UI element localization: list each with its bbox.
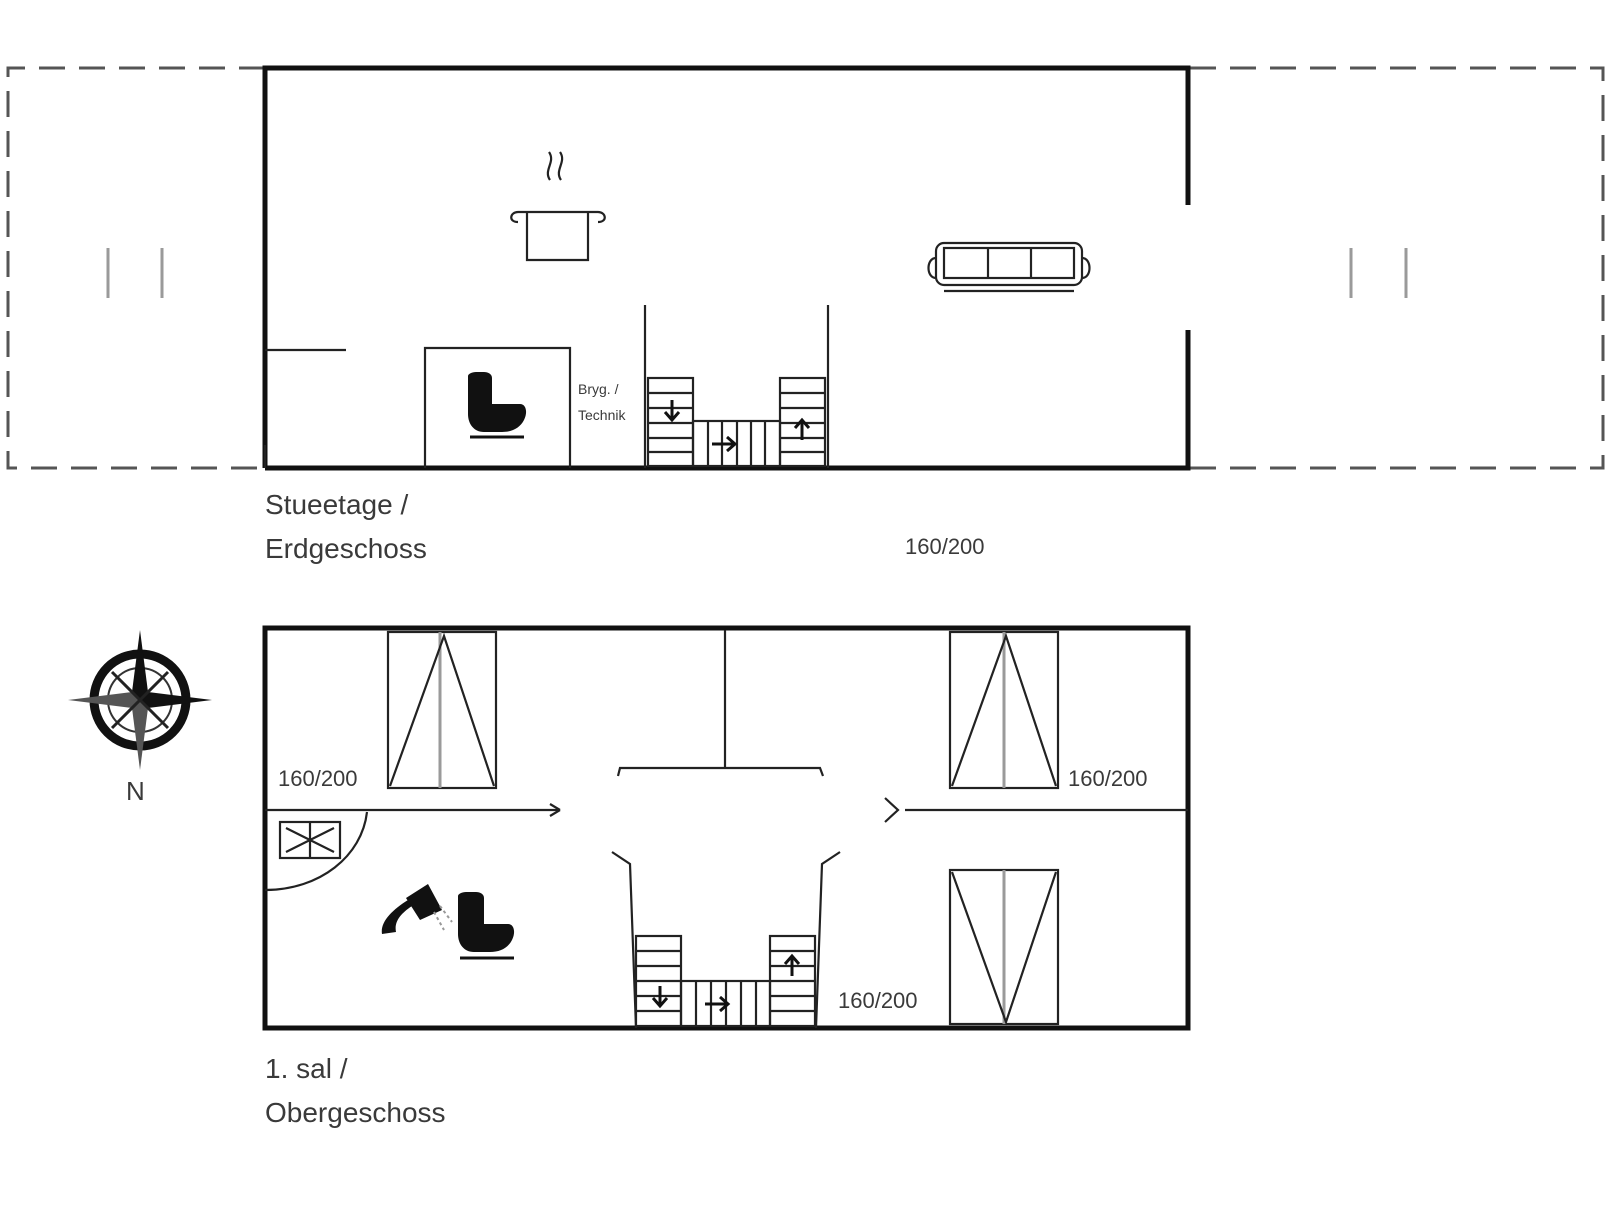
wardrobe-top-right bbox=[948, 630, 1060, 790]
utility-room-label: Bryg. / Technik bbox=[578, 381, 626, 423]
upper-stairs bbox=[634, 934, 817, 1028]
utility-label-line2: Technik bbox=[578, 407, 626, 423]
upper-bed-size-bottom: 160/200 bbox=[838, 988, 918, 1013]
terrace-outline bbox=[6, 66, 1605, 470]
wardrobe-bottom-right bbox=[948, 868, 1060, 1026]
sofa-icon bbox=[927, 241, 1091, 293]
upper-floor: 160/200 160/200 160/200 1. sal / Oberges… bbox=[262, 625, 1191, 1128]
ground-floor-walls bbox=[262, 65, 1191, 471]
compass-rose-icon: N bbox=[68, 630, 212, 806]
wardrobe-top-left bbox=[386, 630, 498, 790]
ground-floor-partitions bbox=[263, 305, 830, 468]
ground-floor-title-line2: Erdgeschoss bbox=[265, 533, 427, 564]
utility-label-line1: Bryg. / bbox=[578, 381, 619, 397]
toilet-icon bbox=[468, 372, 527, 439]
shower-icon bbox=[381, 884, 453, 934]
upper-floor-partitions bbox=[264, 630, 1188, 1029]
upper-floor-title-line1: 1. sal / bbox=[265, 1053, 348, 1084]
ground-bed-size: 160/200 bbox=[905, 534, 985, 559]
upper-bed-size-top-left: 160/200 bbox=[278, 766, 358, 791]
cooking-pot-icon bbox=[510, 151, 606, 262]
upper-floor-walls bbox=[262, 625, 1191, 1031]
ground-floor-title-line1: Stueetage / bbox=[265, 489, 408, 520]
toilet-icon bbox=[458, 892, 515, 960]
washing-machine-icon bbox=[278, 820, 342, 860]
ground-stairs bbox=[646, 376, 827, 468]
ground-floor: Bryg. / Technik Stuee bbox=[6, 65, 1605, 564]
compass-north-label: N bbox=[126, 776, 145, 806]
upper-floor-title-line2: Obergeschoss bbox=[265, 1097, 446, 1128]
upper-bed-size-top-right: 160/200 bbox=[1068, 766, 1148, 791]
